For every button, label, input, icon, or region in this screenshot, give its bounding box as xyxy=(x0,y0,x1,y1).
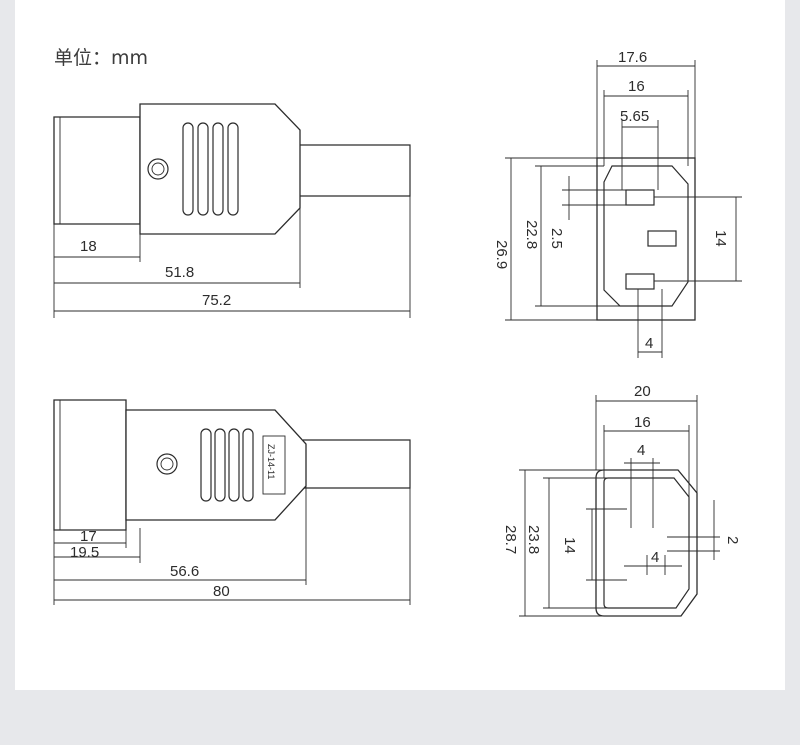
dim-26-9: 26.9 xyxy=(493,240,510,269)
top-front-outer xyxy=(596,157,696,321)
bottom-grip-slot xyxy=(228,428,240,502)
top-cable xyxy=(297,144,411,197)
top-front-view: 17.6 16 5.65 26.9 22.8 2.5 14 4 xyxy=(493,49,742,358)
top-screw-circle xyxy=(147,158,169,180)
bottom-label-plate xyxy=(262,435,286,495)
dim-4: 4 xyxy=(645,335,653,352)
bottom-front-outer xyxy=(595,469,698,617)
bottom-grip-slot xyxy=(214,428,226,502)
bottom-main-body xyxy=(125,409,307,521)
dim-22-8: 22.8 xyxy=(523,220,540,249)
bottom-front-inner xyxy=(603,477,690,609)
bottom-grip-slot xyxy=(200,428,212,502)
dim-14: 14 xyxy=(712,230,729,247)
top-socket-front xyxy=(53,116,141,225)
dim-17-6: 17.6 xyxy=(618,49,647,66)
top-front-socket xyxy=(603,165,689,307)
dim-16-bottom: 16 xyxy=(634,414,651,431)
top-grip-slot xyxy=(212,122,224,216)
bottom-cable xyxy=(303,439,411,489)
dim-14-bottom: 14 xyxy=(561,537,578,554)
bottom-side-view: ZJ-14-11 17 19.5 56.6 80 xyxy=(53,399,411,605)
dim-5-65: 5.65 xyxy=(620,108,649,125)
unit-label: 单位：mm xyxy=(54,47,149,69)
dim-2: 2 xyxy=(724,536,741,544)
top-front-pin-slot xyxy=(625,189,655,206)
dim-4-top: 4 xyxy=(637,442,645,459)
bottom-socket-front xyxy=(53,399,127,531)
dim-80: 80 xyxy=(213,583,230,600)
dim-23-8: 23.8 xyxy=(525,525,542,554)
bottom-front-view: 20 16 4 28.7 23.8 14 2 4 xyxy=(502,383,741,617)
dim-20: 20 xyxy=(634,383,651,400)
model-label: ZJ-14-11 xyxy=(266,444,276,479)
dim-4-bottom: 4 xyxy=(651,549,659,566)
top-front-pin-slot xyxy=(647,230,677,247)
top-grip-slot xyxy=(197,122,209,216)
bottom-screw-circle xyxy=(156,453,178,475)
top-grip-slot xyxy=(227,122,239,216)
top-side-view: 18 51.8 75.2 xyxy=(53,103,411,318)
dim-16: 16 xyxy=(628,78,645,95)
top-front-pin-slot xyxy=(625,273,655,290)
dim-51-8: 51.8 xyxy=(165,264,194,281)
dim-56-6: 56.6 xyxy=(170,563,199,580)
dim-75-2: 75.2 xyxy=(202,292,231,309)
dim-18: 18 xyxy=(80,238,97,255)
bottom-grip-slot xyxy=(242,428,254,502)
dim-17: 17 xyxy=(80,528,97,545)
dim-2-5: 2.5 xyxy=(548,228,565,249)
top-grip-slot xyxy=(182,122,194,216)
dim-19-5: 19.5 xyxy=(70,544,99,561)
dim-28-7: 28.7 xyxy=(502,525,519,554)
